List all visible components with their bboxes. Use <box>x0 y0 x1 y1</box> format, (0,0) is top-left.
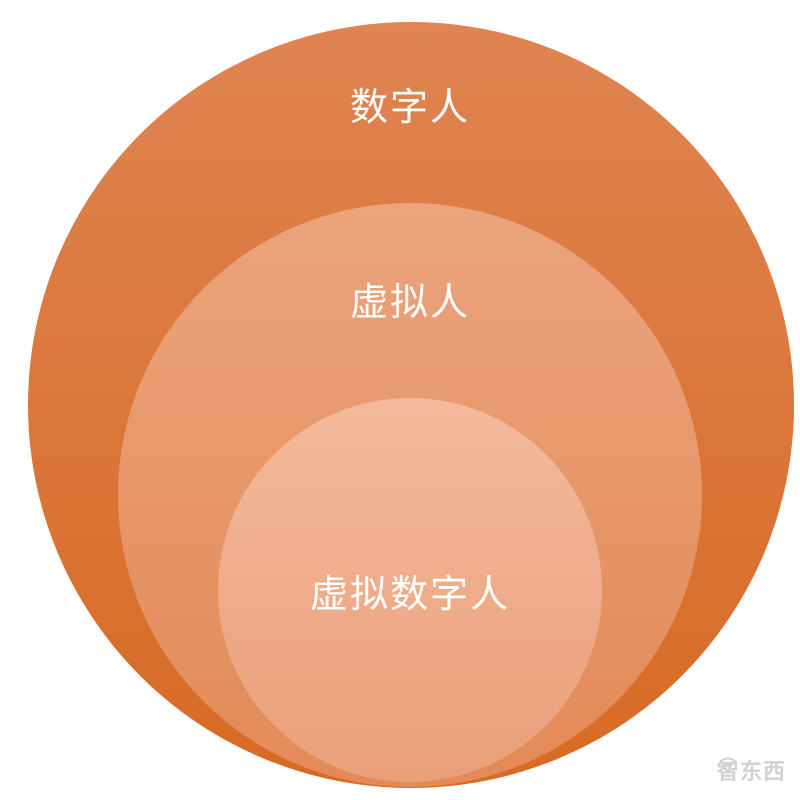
wifi-signal-icon <box>719 757 737 773</box>
watermark-text: 智东西 <box>716 760 786 785</box>
watermark: 智东西 <box>717 754 786 786</box>
outer-circle-label: 数字人 <box>349 85 470 129</box>
middle-circle-label: 虚拟人 <box>349 280 470 324</box>
inner-circle <box>218 398 602 782</box>
inner-circle-label: 虚拟数字人 <box>309 572 510 616</box>
